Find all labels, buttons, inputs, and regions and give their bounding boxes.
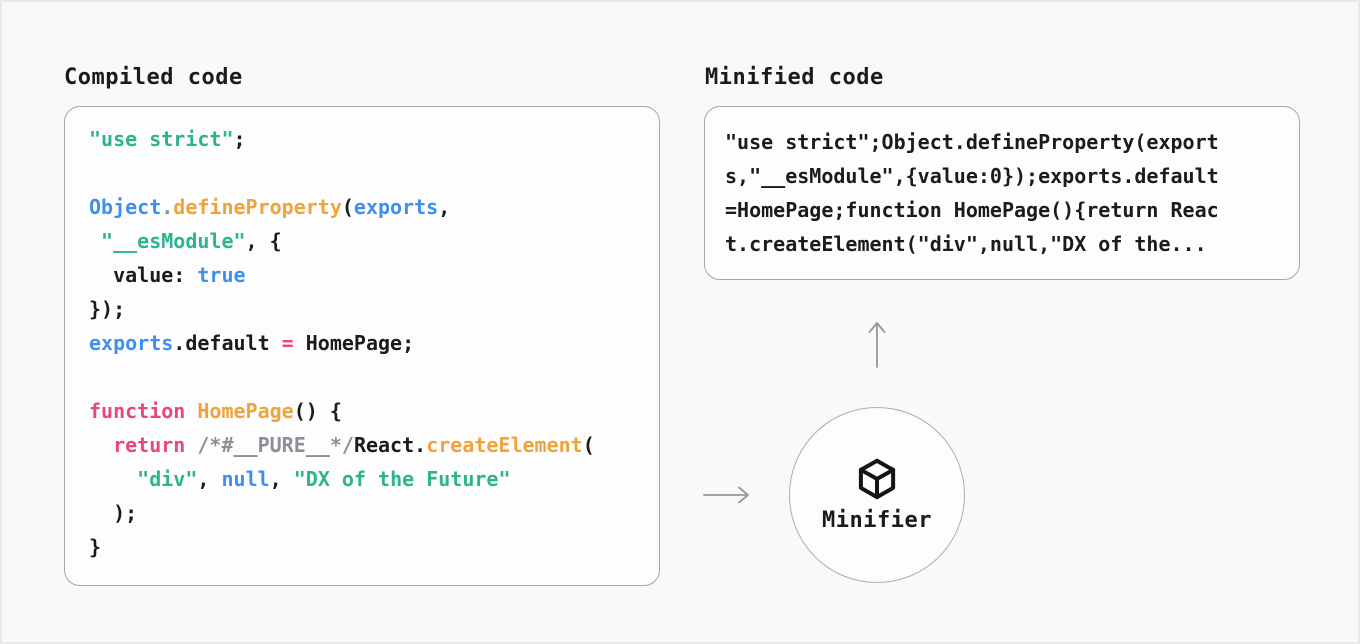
compiled-code: "use strict"; Object.defineProperty(expo…	[89, 127, 595, 559]
arrow-up-icon	[868, 322, 886, 368]
minifier-node: Minifier	[789, 407, 965, 583]
box-icon	[858, 458, 896, 500]
compiled-code-box: "use strict"; Object.defineProperty(expo…	[64, 106, 660, 586]
compiled-code-title: Compiled code	[64, 65, 243, 90]
minifier-label: Minifier	[822, 508, 932, 533]
arrow-right-icon	[703, 486, 749, 504]
minified-code: "use strict";Object.defineProperty(expor…	[725, 130, 1219, 256]
minified-code-box: "use strict";Object.defineProperty(expor…	[704, 106, 1300, 280]
minified-code-title: Minified code	[705, 65, 884, 90]
